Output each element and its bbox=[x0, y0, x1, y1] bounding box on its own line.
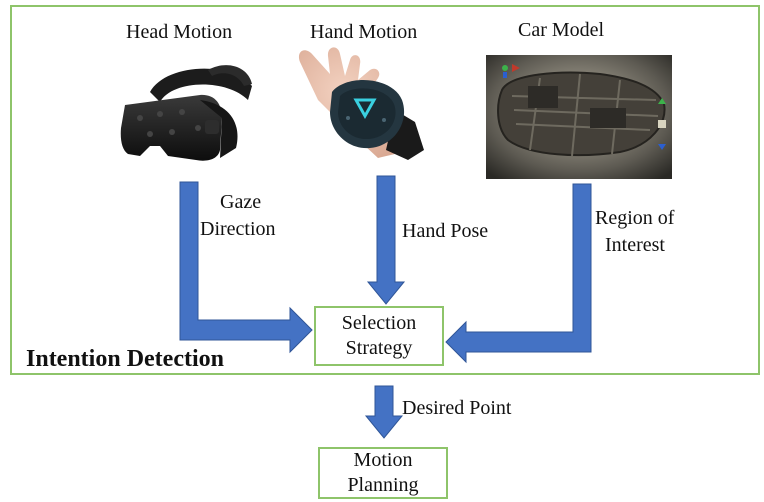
hand-tracker-icon bbox=[298, 47, 424, 160]
region-of-interest-arrow bbox=[445, 183, 592, 364]
gaze-direction-arrow bbox=[179, 181, 313, 354]
motion-planning-node: Motion Planning bbox=[318, 447, 448, 499]
desired-point-label: Desired Point bbox=[402, 397, 512, 419]
intention-detection-group bbox=[10, 5, 760, 375]
hand-pose-label: Hand Pose bbox=[402, 220, 489, 242]
hand-motion-label: Hand Motion bbox=[310, 21, 418, 43]
hand-pose-arrow bbox=[366, 175, 406, 305]
desired-point-arrow bbox=[364, 385, 404, 439]
motion-planning-line1: Motion bbox=[353, 449, 413, 471]
vr-headset-icon bbox=[120, 65, 252, 161]
selection-strategy-line1: Selection bbox=[341, 312, 417, 334]
car-model-label: Car Model bbox=[518, 19, 605, 41]
selection-strategy-line2: Strategy bbox=[345, 337, 413, 359]
car-chassis-model-icon bbox=[486, 55, 672, 179]
intention-detection-label: Intention Detection bbox=[26, 346, 224, 372]
roi-label-line1: Region of bbox=[595, 207, 675, 229]
gaze-label-line1: Gaze bbox=[220, 191, 262, 213]
gaze-label-line2: Direction bbox=[200, 218, 276, 240]
head-motion-label: Head Motion bbox=[126, 21, 233, 43]
selection-strategy-node: Selection Strategy bbox=[314, 306, 444, 366]
motion-planning-line2: Planning bbox=[347, 474, 419, 496]
roi-label-line2: Interest bbox=[605, 234, 665, 256]
